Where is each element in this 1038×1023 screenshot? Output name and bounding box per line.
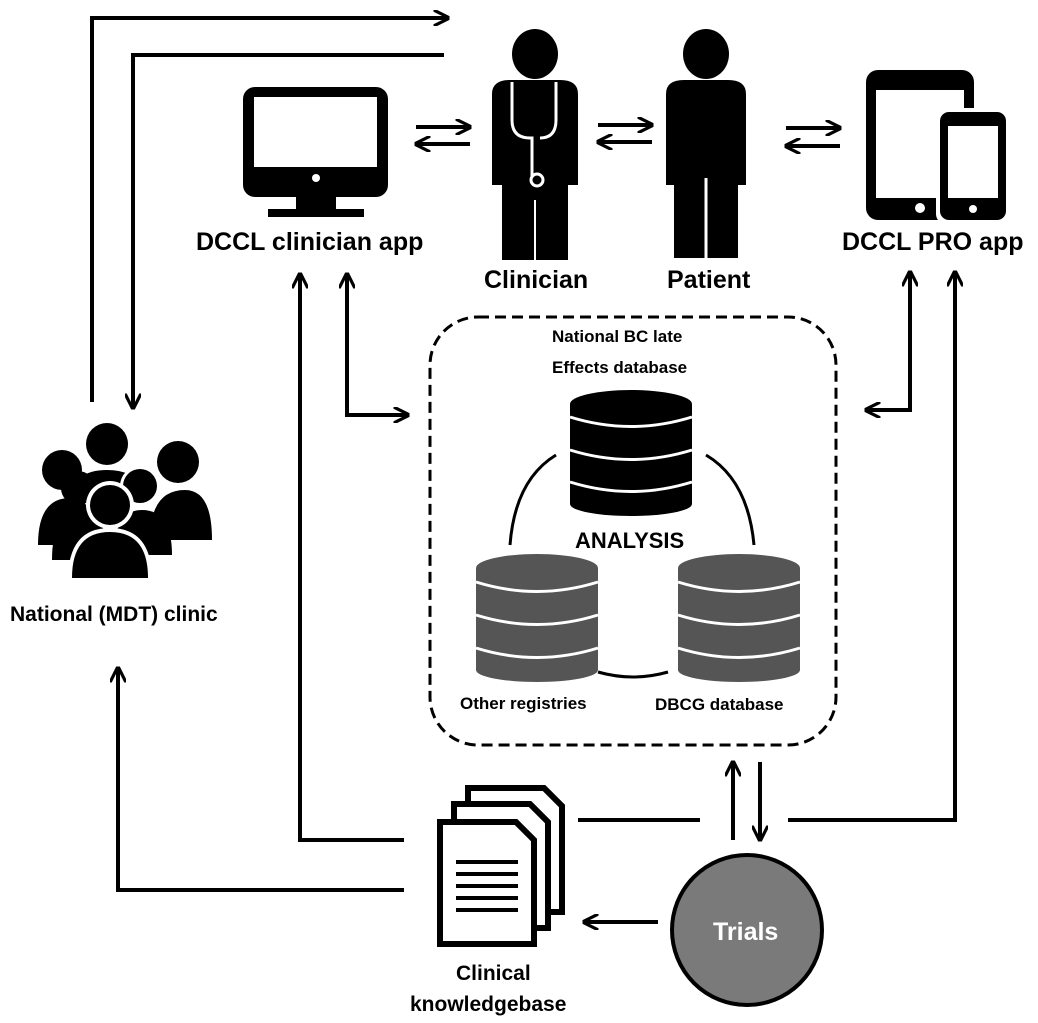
arrow-pro-app-analysis (866, 272, 910, 410)
analysis-box (428, 315, 838, 747)
arrow-mdt-to-top (90, 18, 448, 402)
knowledgebase-label-2: knowledgebase (410, 993, 566, 1016)
knowledgebase-label-1: Clinical (456, 962, 531, 985)
late-effects-label-1: National BC late (552, 327, 682, 346)
late-effects-database-icon (569, 390, 693, 516)
link-other-dbcg (597, 670, 669, 679)
analysis-title: ANALYSIS (575, 528, 684, 553)
arrows-patient-pro-app (786, 128, 840, 146)
mdt-clinic-label: National (MDT) clinic (10, 603, 218, 626)
arrows-clinician-patient (598, 125, 652, 142)
dbcg-database-label: DBCG database (655, 695, 783, 714)
arrow-top-to-mdt (133, 53, 444, 408)
arrows-monitor-clinician (416, 127, 470, 144)
other-registries-database-icon (475, 554, 599, 682)
doctor-icon (492, 29, 578, 260)
trials-label: Trials (713, 918, 778, 946)
arrow-knowledgebase-mdt (118, 668, 404, 892)
pro-app-label: DCCL PRO app (842, 228, 1024, 256)
person-icon (666, 29, 746, 258)
clinician-app-label: DCCL clinician app (196, 228, 423, 256)
link-late-dbcg (705, 453, 756, 546)
link-late-other (508, 453, 557, 546)
late-effects-label-2: Effects database (552, 358, 687, 377)
clinician-label: Clinician (484, 266, 588, 294)
dbcg-database-icon (677, 554, 801, 682)
trials-node (670, 853, 824, 1007)
tablet-phone-icon (866, 70, 1010, 224)
group-icon (38, 423, 212, 580)
patient-label: Patient (667, 266, 751, 294)
arrow-clinician-app-analysis (347, 274, 408, 415)
arrow-knowledgebase-clinician-app (300, 274, 404, 842)
arrow-trials-pro-app (788, 272, 955, 822)
monitor-icon (243, 87, 388, 217)
documents-icon (437, 785, 565, 947)
other-registries-label: Other registries (460, 694, 587, 713)
